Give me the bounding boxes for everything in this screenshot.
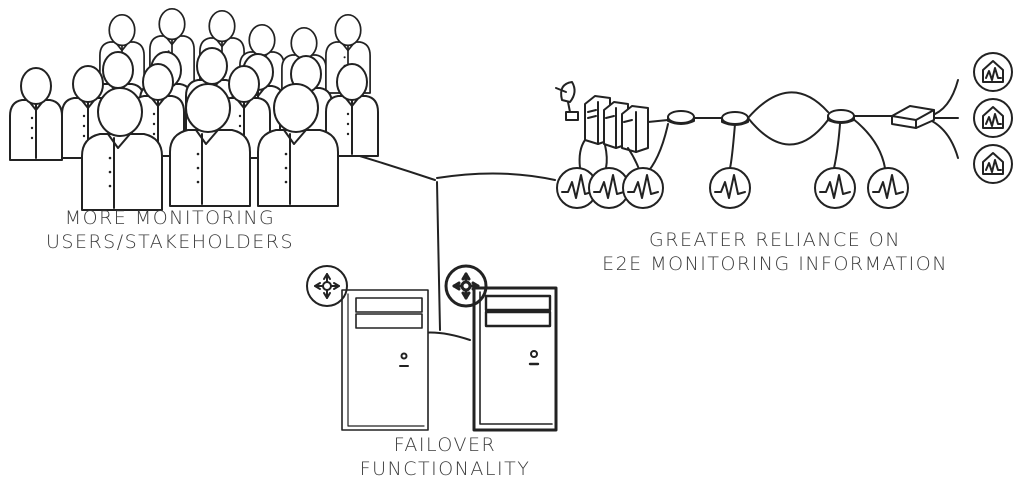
e2e-monitoring-label: GREATER RELIANCE ON E2E MONITORING INFOR… xyxy=(555,228,995,276)
people-icon xyxy=(10,9,378,210)
router-icon xyxy=(446,266,486,306)
house-site-icon xyxy=(974,99,1012,137)
heartbeat-monitor-icon xyxy=(868,168,908,208)
users-stakeholders-label: MORE MONITORING USERS/STAKEHOLDERS xyxy=(25,206,315,254)
heartbeat-monitor-icon xyxy=(710,168,750,208)
server-tower-icon xyxy=(474,288,556,430)
server-tower-icon xyxy=(585,96,648,152)
router-icon xyxy=(722,112,748,125)
house-site-icon xyxy=(974,145,1012,183)
label-line: E2E MONITORING INFORMATION xyxy=(555,252,995,276)
label-line: MORE MONITORING xyxy=(25,206,315,230)
label-line: FUNCTIONALITY xyxy=(330,457,560,481)
network-switch-icon xyxy=(892,106,934,128)
label-line: USERS/STAKEHOLDERS xyxy=(25,230,315,254)
label-line: FAILOVER xyxy=(330,433,560,457)
failover-functionality-label: FAILOVER FUNCTIONALITY xyxy=(330,433,560,481)
router-icon xyxy=(307,266,347,306)
crowd-foreground xyxy=(82,84,338,210)
server-tower-icon xyxy=(342,290,428,430)
label-line: GREATER RELIANCE ON xyxy=(555,228,995,252)
heartbeat-monitor-icon xyxy=(623,168,663,208)
router-icon xyxy=(828,110,854,123)
router-icon xyxy=(668,111,694,124)
satellite-dish-icon xyxy=(556,82,578,120)
house-site-icon xyxy=(974,53,1012,91)
heartbeat-monitor-icon xyxy=(815,168,855,208)
